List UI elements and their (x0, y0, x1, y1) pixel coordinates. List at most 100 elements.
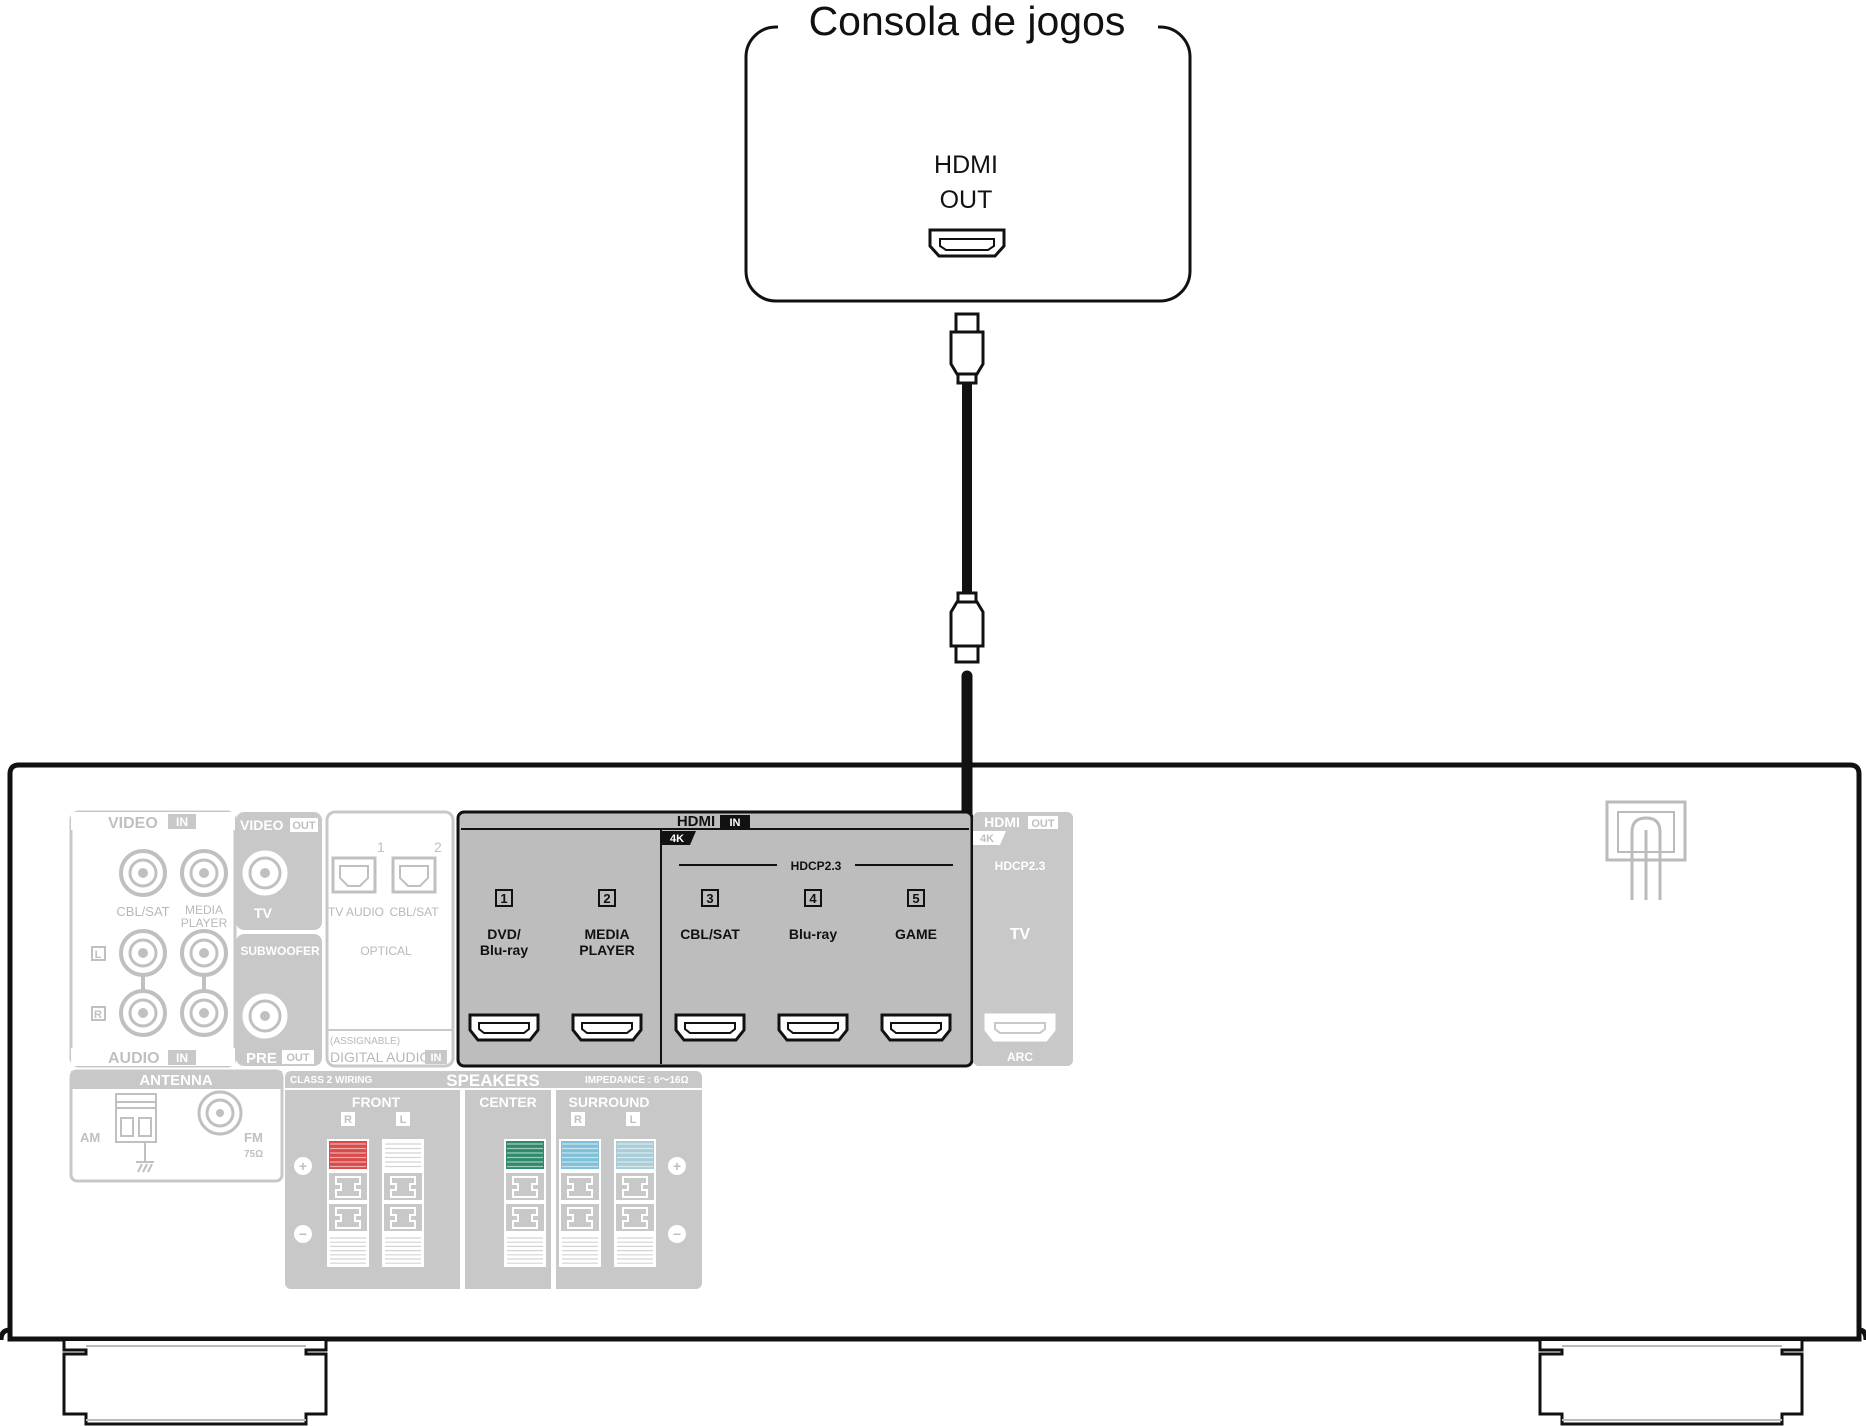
hdmi-input-label: Blu-ray (480, 942, 528, 958)
hdmi-port[interactable] (674, 1013, 746, 1042)
hdmi-out-arc-label: ARC (1007, 1050, 1033, 1064)
receiver-foot-right (1538, 1341, 1804, 1426)
hdmi-in-4k-badge: 4K (670, 833, 684, 845)
hdmi-input-1[interactable]: 1 DVD/ Blu-ray (468, 889, 540, 1042)
speakers-surround-label: SURROUND (569, 1094, 650, 1110)
pre-out-tag: OUT (286, 1052, 310, 1064)
rca-jack[interactable] (119, 849, 167, 897)
rca-jack[interactable] (242, 850, 288, 896)
rca-jack[interactable] (180, 849, 228, 897)
hdmi-out-4k-badge: 4K (980, 833, 994, 845)
surround-l-label: L (630, 1114, 637, 1126)
optical-label: OPTICAL (360, 944, 412, 958)
hdmi-in-hdcp-label: HDCP2.3 (791, 859, 842, 873)
speaker-terminal-pair[interactable] (559, 1139, 601, 1267)
hdmi-input-label: DVD/ (487, 926, 521, 942)
video-in-title: VIDEO (108, 815, 158, 832)
hdmi-out-hdcp-label: HDCP2.3 (995, 859, 1046, 873)
rca-jack[interactable] (180, 989, 228, 1037)
hdmi-in-tag: IN (730, 817, 741, 829)
hdmi-input-4[interactable]: 4 Blu-ray (777, 889, 849, 1042)
video-in-section: VIDEO IN CBL/SAT MEDIA PLAYER L R AUDIO … (69, 810, 237, 1068)
hdmi-input-label: Blu-ray (789, 926, 837, 942)
console-port-label-line2: OUT (940, 186, 993, 214)
digital-audio-in-title: DIGITAL AUDIO (330, 1049, 430, 1065)
antenna-ohm-label: 75Ω (244, 1149, 263, 1160)
optical-assignable-label: (ASSIGNABLE) (330, 1036, 400, 1047)
cable-wire-upper (962, 383, 972, 593)
hdmi-input-number: 5 (912, 891, 919, 906)
hdmi-input-label: MEDIA (584, 926, 629, 942)
hdmi-out-tag: OUT (1031, 818, 1055, 830)
antenna-section: ANTENNA AM FM 75Ω (69, 1069, 284, 1183)
antenna-fm-label: FM (244, 1130, 263, 1145)
hdmi-port[interactable] (468, 1013, 540, 1042)
video-in-cbl-sat-label: CBL/SAT (116, 904, 169, 919)
power-cord-inlet (1605, 800, 1687, 900)
video-out-section: VIDEO OUT TV SUBWOOFER PRE OUT (236, 812, 322, 1067)
hdmi-input-number: 1 (500, 891, 507, 906)
rca-jack[interactable] (242, 993, 288, 1039)
hdmi-input-number: 3 (706, 891, 713, 906)
audio-in-tag: IN (176, 1051, 188, 1065)
console-title: Consola de jogos (809, 0, 1126, 44)
speaker-terminal-pair[interactable] (504, 1139, 546, 1267)
hdmi-port-game[interactable] (880, 1013, 952, 1042)
digital-audio-in-tag: IN (431, 1052, 442, 1064)
hdmi-out-tv-label: TV (1010, 926, 1031, 943)
hdmi-in-title: HDMI (677, 813, 715, 830)
speaker-terminal-pair[interactable] (327, 1139, 369, 1267)
hdmi-input-3[interactable]: 3 CBL/SAT (674, 889, 746, 1042)
hdmi-port[interactable] (984, 1013, 1056, 1042)
video-in-media-label-1: MEDIA (185, 903, 223, 917)
game-console: Consola de jogos HDMI OUT (744, 0, 1192, 303)
subwoofer-label: SUBWOOFER (240, 944, 320, 958)
front-r-label: R (344, 1114, 352, 1126)
optical-cbl-sat-label: CBL/SAT (389, 905, 439, 919)
am-antenna-terminal[interactable] (115, 1093, 157, 1173)
rca-jack[interactable] (119, 929, 167, 977)
hdmi-port[interactable] (571, 1013, 643, 1042)
hdmi-port[interactable] (777, 1013, 849, 1042)
audio-in-title: AUDIO (108, 1050, 160, 1067)
hdmi-input-5[interactable]: 5 GAME (880, 889, 952, 1042)
hdmi-input-2[interactable]: 2 MEDIA PLAYER (571, 889, 643, 1042)
console-port-label-line1: HDMI (934, 151, 998, 179)
optical-num-2: 2 (434, 839, 442, 855)
pre-out-title: PRE (246, 1050, 277, 1067)
optical-tv-audio-label: TV AUDIO (328, 905, 384, 919)
hdmi-input-number: 4 (809, 891, 817, 906)
speakers-section: CLASS 2 WIRING SPEAKERS IMPEDANCE : 6～16… (285, 1071, 702, 1289)
speakers-title: SPEAKERS (446, 1071, 540, 1090)
optical-port[interactable] (391, 856, 437, 894)
speaker-plus-left: + (299, 1158, 307, 1174)
audio-left-label: L (95, 949, 102, 961)
hdmi-input-label: GAME (895, 926, 937, 942)
speakers-class2-label: CLASS 2 WIRING (290, 1075, 372, 1086)
cable-plug-bottom[interactable] (949, 591, 985, 664)
rca-jack[interactable] (180, 929, 228, 977)
hdmi-out-section: HDMI OUT 4K HDCP2.3 TV ARC (973, 812, 1073, 1066)
speakers-impedance-label: IMPEDANCE : 6～16Ω (585, 1075, 689, 1086)
rca-jack[interactable] (119, 989, 167, 1037)
speaker-plus-right: + (673, 1158, 681, 1174)
fm-antenna-jack[interactable] (197, 1090, 243, 1136)
console-title-gap (778, 0, 1158, 48)
receiver-body (7, 762, 1862, 1342)
speaker-terminal-pair[interactable] (614, 1139, 656, 1267)
video-out-tv-label: TV (254, 905, 273, 921)
speaker-minus-left: − (299, 1226, 307, 1242)
antenna-title: ANTENNA (139, 1072, 212, 1089)
receiver-foot-left (62, 1341, 328, 1426)
console-hdmi-out-port[interactable] (928, 228, 1006, 258)
speakers-front-label: FRONT (352, 1094, 401, 1110)
video-out-title: VIDEO (240, 817, 284, 833)
video-in-media-label-2: PLAYER (181, 916, 228, 930)
antenna-am-label: AM (80, 1130, 100, 1145)
speaker-terminal-pair[interactable] (382, 1139, 424, 1267)
cable-plug-top[interactable] (949, 312, 985, 385)
optical-num-1: 1 (377, 839, 385, 855)
optical-port[interactable] (331, 856, 377, 894)
hdmi-out-title: HDMI (984, 814, 1020, 830)
